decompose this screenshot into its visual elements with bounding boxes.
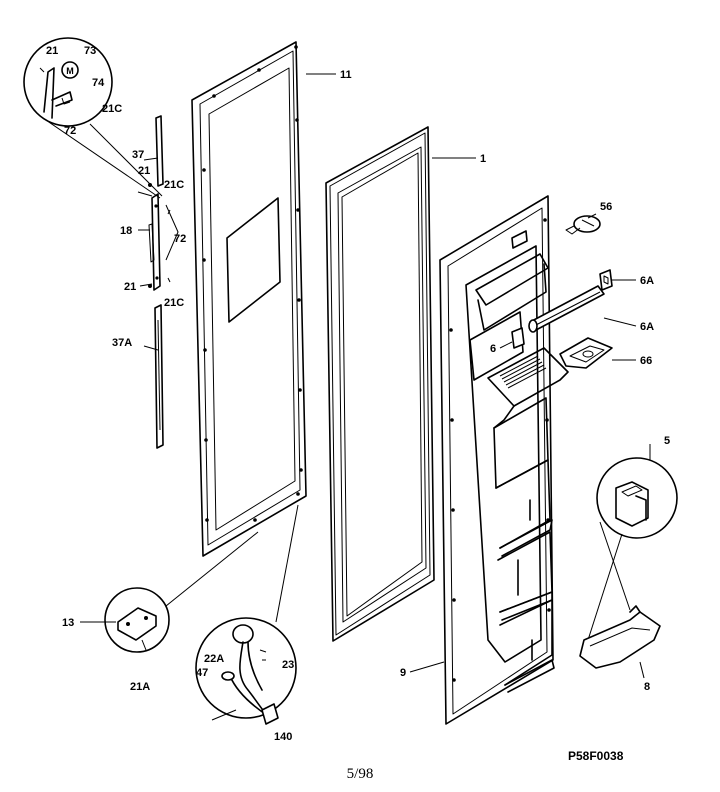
callout-22a: 22A (204, 653, 224, 665)
detail-circle-part-5 (587, 444, 678, 641)
callout-21-top: 21 (46, 45, 58, 57)
callout-72-mid: 72 (174, 233, 186, 245)
callout-9: 9 (400, 667, 406, 679)
callout-6: 6 (490, 343, 496, 355)
callout-18: 18 (120, 225, 132, 237)
part-56-screw (565, 215, 601, 235)
inner-door-liner (439, 195, 569, 725)
part-8-bracket (579, 605, 661, 669)
callout-37: 37 (132, 149, 144, 161)
hinge-18 (148, 193, 161, 291)
callout-1: 1 (480, 153, 486, 165)
outer-door-panel (191, 41, 307, 557)
callout-37a: 37A (112, 337, 132, 349)
callout-73: 73 (84, 45, 96, 57)
detail-circle-hinge: M (23, 37, 163, 199)
callout-74: 74 (92, 77, 105, 89)
part-6-pad (511, 327, 525, 349)
callout-21c-mid: 21C (164, 179, 184, 191)
callout-66: 66 (640, 355, 652, 367)
callout-21-low: 21 (124, 281, 136, 293)
part-66-switch (559, 337, 613, 369)
callout-21-mid: 21 (138, 165, 150, 177)
callout-72-top: 72 (64, 125, 76, 137)
callout-23: 23 (282, 659, 294, 671)
svg-text:M: M (66, 66, 74, 76)
callout-56: 56 (600, 201, 612, 213)
callout-labels: 21 73 74 21C 72 37 21 21C 18 72 21 21C 3… (46, 45, 670, 743)
callout-5: 5 (664, 435, 670, 447)
drawing-code: P58F0038 (568, 749, 624, 763)
hinge-strip-37 (155, 115, 164, 187)
page-number: 5/98 (347, 766, 374, 782)
callout-8: 8 (644, 681, 650, 693)
callout-6a-mid: 6A (640, 321, 654, 333)
callout-21c-low: 21C (164, 297, 184, 309)
callout-21a: 21A (130, 681, 150, 693)
part-6a-bar (528, 285, 605, 333)
callout-11: 11 (340, 69, 352, 81)
chute-grille (499, 355, 547, 389)
callout-21c-top: 21C (102, 103, 122, 115)
leader-lines (80, 73, 645, 679)
detail-part-13 (104, 531, 259, 653)
part-6a-clip (599, 269, 613, 291)
door-gasket (325, 126, 435, 642)
callout-140: 140 (274, 731, 292, 743)
callout-47: 47 (196, 667, 208, 679)
callout-13: 13 (62, 617, 74, 629)
callout-6a-top: 6A (640, 275, 654, 287)
hinge-strip-37a (154, 304, 164, 449)
detail-wire-harness (195, 504, 299, 725)
